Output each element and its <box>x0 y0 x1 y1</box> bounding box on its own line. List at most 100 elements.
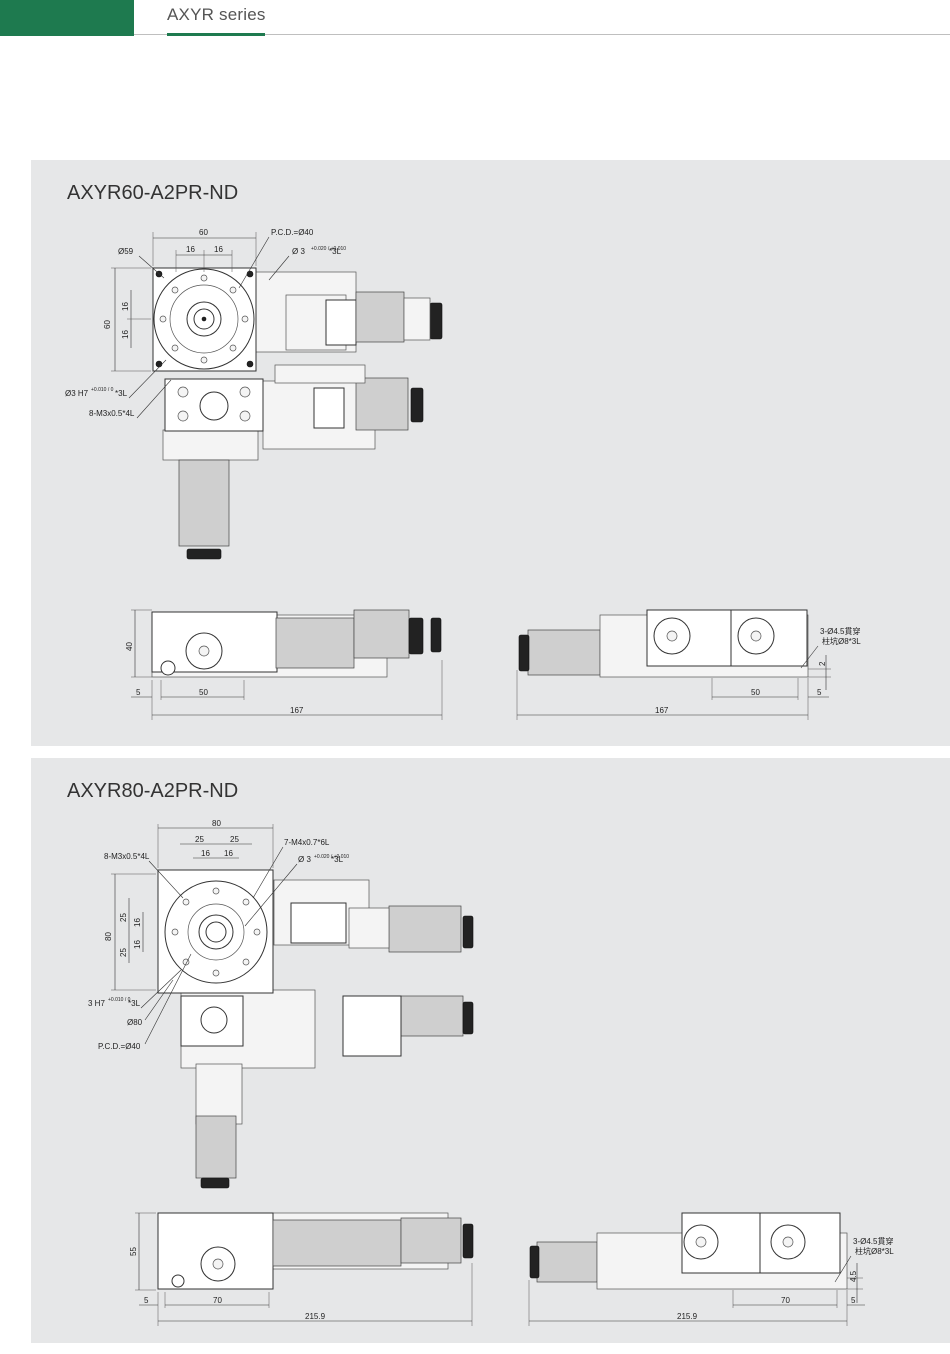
rotary-knob <box>186 548 222 560</box>
rotary-mount <box>195 1063 243 1125</box>
dim-width: 80 <box>212 819 221 828</box>
hole <box>171 928 179 936</box>
label-dia-outer: Ø80 <box>127 1018 143 1027</box>
dim-v-a: 16 <box>121 302 130 311</box>
dim-side-length: 215.9 <box>677 1312 698 1321</box>
dim-front-height: 40 <box>125 642 134 651</box>
rotary-motor <box>195 1115 237 1179</box>
x-sensor <box>348 907 390 949</box>
dim-height: 80 <box>104 932 113 941</box>
axyr60-top-view: 60 16 16 P.C.D.=Ø40 Ø 3 +0.020 / +0.010 … <box>65 228 443 560</box>
label-pin-left-depth: *3L <box>115 389 128 398</box>
label-side-cbore: 柱坑Ø8*3L <box>822 636 861 646</box>
model-title: AXYR60-A2PR-ND <box>67 182 239 204</box>
dim-half-a: 16 <box>186 245 195 254</box>
label-pin-left-tol: +0.010 / 0 <box>91 387 114 393</box>
axyr80-front-view: 55 5 70 215.9 <box>129 1212 474 1326</box>
panel-axyr60: AXYR60-A2PR-ND <box>31 160 950 746</box>
label-pcd: P.C.D.=Ø40 <box>98 1042 141 1051</box>
dim-side-pitch: 70 <box>781 1296 790 1305</box>
x-motor-cap <box>403 297 431 341</box>
dim-front-length: 167 <box>290 706 304 715</box>
dim-front-pitch: 50 <box>199 688 208 697</box>
side-gear-2-hub <box>782 1236 794 1248</box>
table-center-bore <box>205 921 227 943</box>
side-knob <box>518 634 530 672</box>
y-knob <box>462 1001 474 1035</box>
model-title: AXYR80-A2PR-ND <box>67 780 239 802</box>
y-motor <box>400 995 464 1037</box>
x-motor <box>355 291 405 343</box>
hole <box>200 274 208 282</box>
dim-v-c: 16 <box>133 940 142 949</box>
side-gear-1-hub <box>666 630 678 642</box>
x-motor <box>388 905 462 953</box>
side-motor <box>536 1241 598 1283</box>
dim-v-d: 25 <box>119 948 128 957</box>
front-bolt <box>171 1274 185 1288</box>
table-center <box>201 316 207 322</box>
y-rail <box>274 364 366 384</box>
label-side-hole: 3-Ø4.5貫穿 <box>820 626 860 636</box>
front-carriage <box>275 617 355 669</box>
dim-half-b: 16 <box>224 849 233 858</box>
label-side-hole: 3-Ø4.5貫穿 <box>853 1236 893 1246</box>
axyr60-side-view: 3-Ø4.5貫穿 柱坑Ø8*3L 2 50 5 167 <box>516 609 861 720</box>
hole <box>229 344 237 352</box>
series-title: AXYR series <box>167 5 266 24</box>
dim-v-a: 25 <box>119 913 128 922</box>
hole <box>242 958 250 966</box>
x-sensor <box>325 299 357 346</box>
side-knob <box>529 1245 540 1279</box>
corner-hole <box>246 360 254 368</box>
pcd-circle <box>169 284 239 354</box>
front-knob <box>462 1223 474 1259</box>
dim-front-offset: 5 <box>136 688 141 697</box>
dim-pitch-a: 25 <box>195 835 204 844</box>
axyr80-side-view: 3-Ø4.5貫穿 柱坑Ø8*3L 4.5 70 5 215.9 <box>528 1212 894 1326</box>
dim-pitch-b: 25 <box>230 835 239 844</box>
label-pin-top-depth: *3L <box>331 855 344 864</box>
hole <box>171 286 179 294</box>
dim-side-pitch: 50 <box>751 688 760 697</box>
label-pin-left-tol: +0.010 / 0 <box>108 997 131 1003</box>
label-pin-top-tol: +0.020 / +0.010 <box>311 246 346 252</box>
x-knob <box>429 302 443 340</box>
label-pin-top: Ø 3 <box>298 855 311 864</box>
axyr60-front-view: 40 5 50 167 <box>125 609 443 720</box>
dim-front-pitch: 70 <box>213 1296 222 1305</box>
dim-front-offset: 5 <box>144 1296 149 1305</box>
label-pin-left: Ø3 H7 <box>65 389 89 398</box>
dim-width: 60 <box>199 228 208 237</box>
hole <box>182 898 190 906</box>
bolt <box>239 410 251 422</box>
hole <box>200 356 208 364</box>
label-side-cbore: 柱坑Ø8*3L <box>855 1246 894 1256</box>
axyr80-top-view: 80 25 25 16 16 7-M4x0.7*6L Ø 3 +0.020 / … <box>88 819 474 1189</box>
pcd-circle <box>187 903 245 961</box>
label-pin-left: 3 H7 <box>88 999 105 1008</box>
side-gear-2-hub <box>750 630 762 642</box>
bolt <box>177 386 189 398</box>
hole <box>242 898 250 906</box>
x-carriage <box>290 902 347 944</box>
dim-side-offset: 5 <box>817 688 822 697</box>
label-pin-top-tol: +0.020 / +0.010 <box>314 854 349 860</box>
side-gear-1-hub <box>695 1236 707 1248</box>
y-motor <box>355 377 409 431</box>
dim-side-height: 4.5 <box>849 1270 858 1282</box>
dim-half-a: 16 <box>201 849 210 858</box>
y-sensor <box>342 995 402 1057</box>
hole <box>241 315 249 323</box>
label-pin-left-depth: *3L <box>128 999 141 1008</box>
rotary-motor <box>178 459 230 547</box>
front-motor <box>353 609 410 659</box>
hole <box>212 887 220 895</box>
dim-v-b: 16 <box>121 330 130 339</box>
label-tap: 8-M3x0.5*4L <box>89 409 135 418</box>
front-gear-hub <box>198 645 210 657</box>
base-plate <box>162 429 259 461</box>
corner-hole <box>246 270 254 278</box>
hole <box>159 315 167 323</box>
front-bolt <box>160 660 176 676</box>
